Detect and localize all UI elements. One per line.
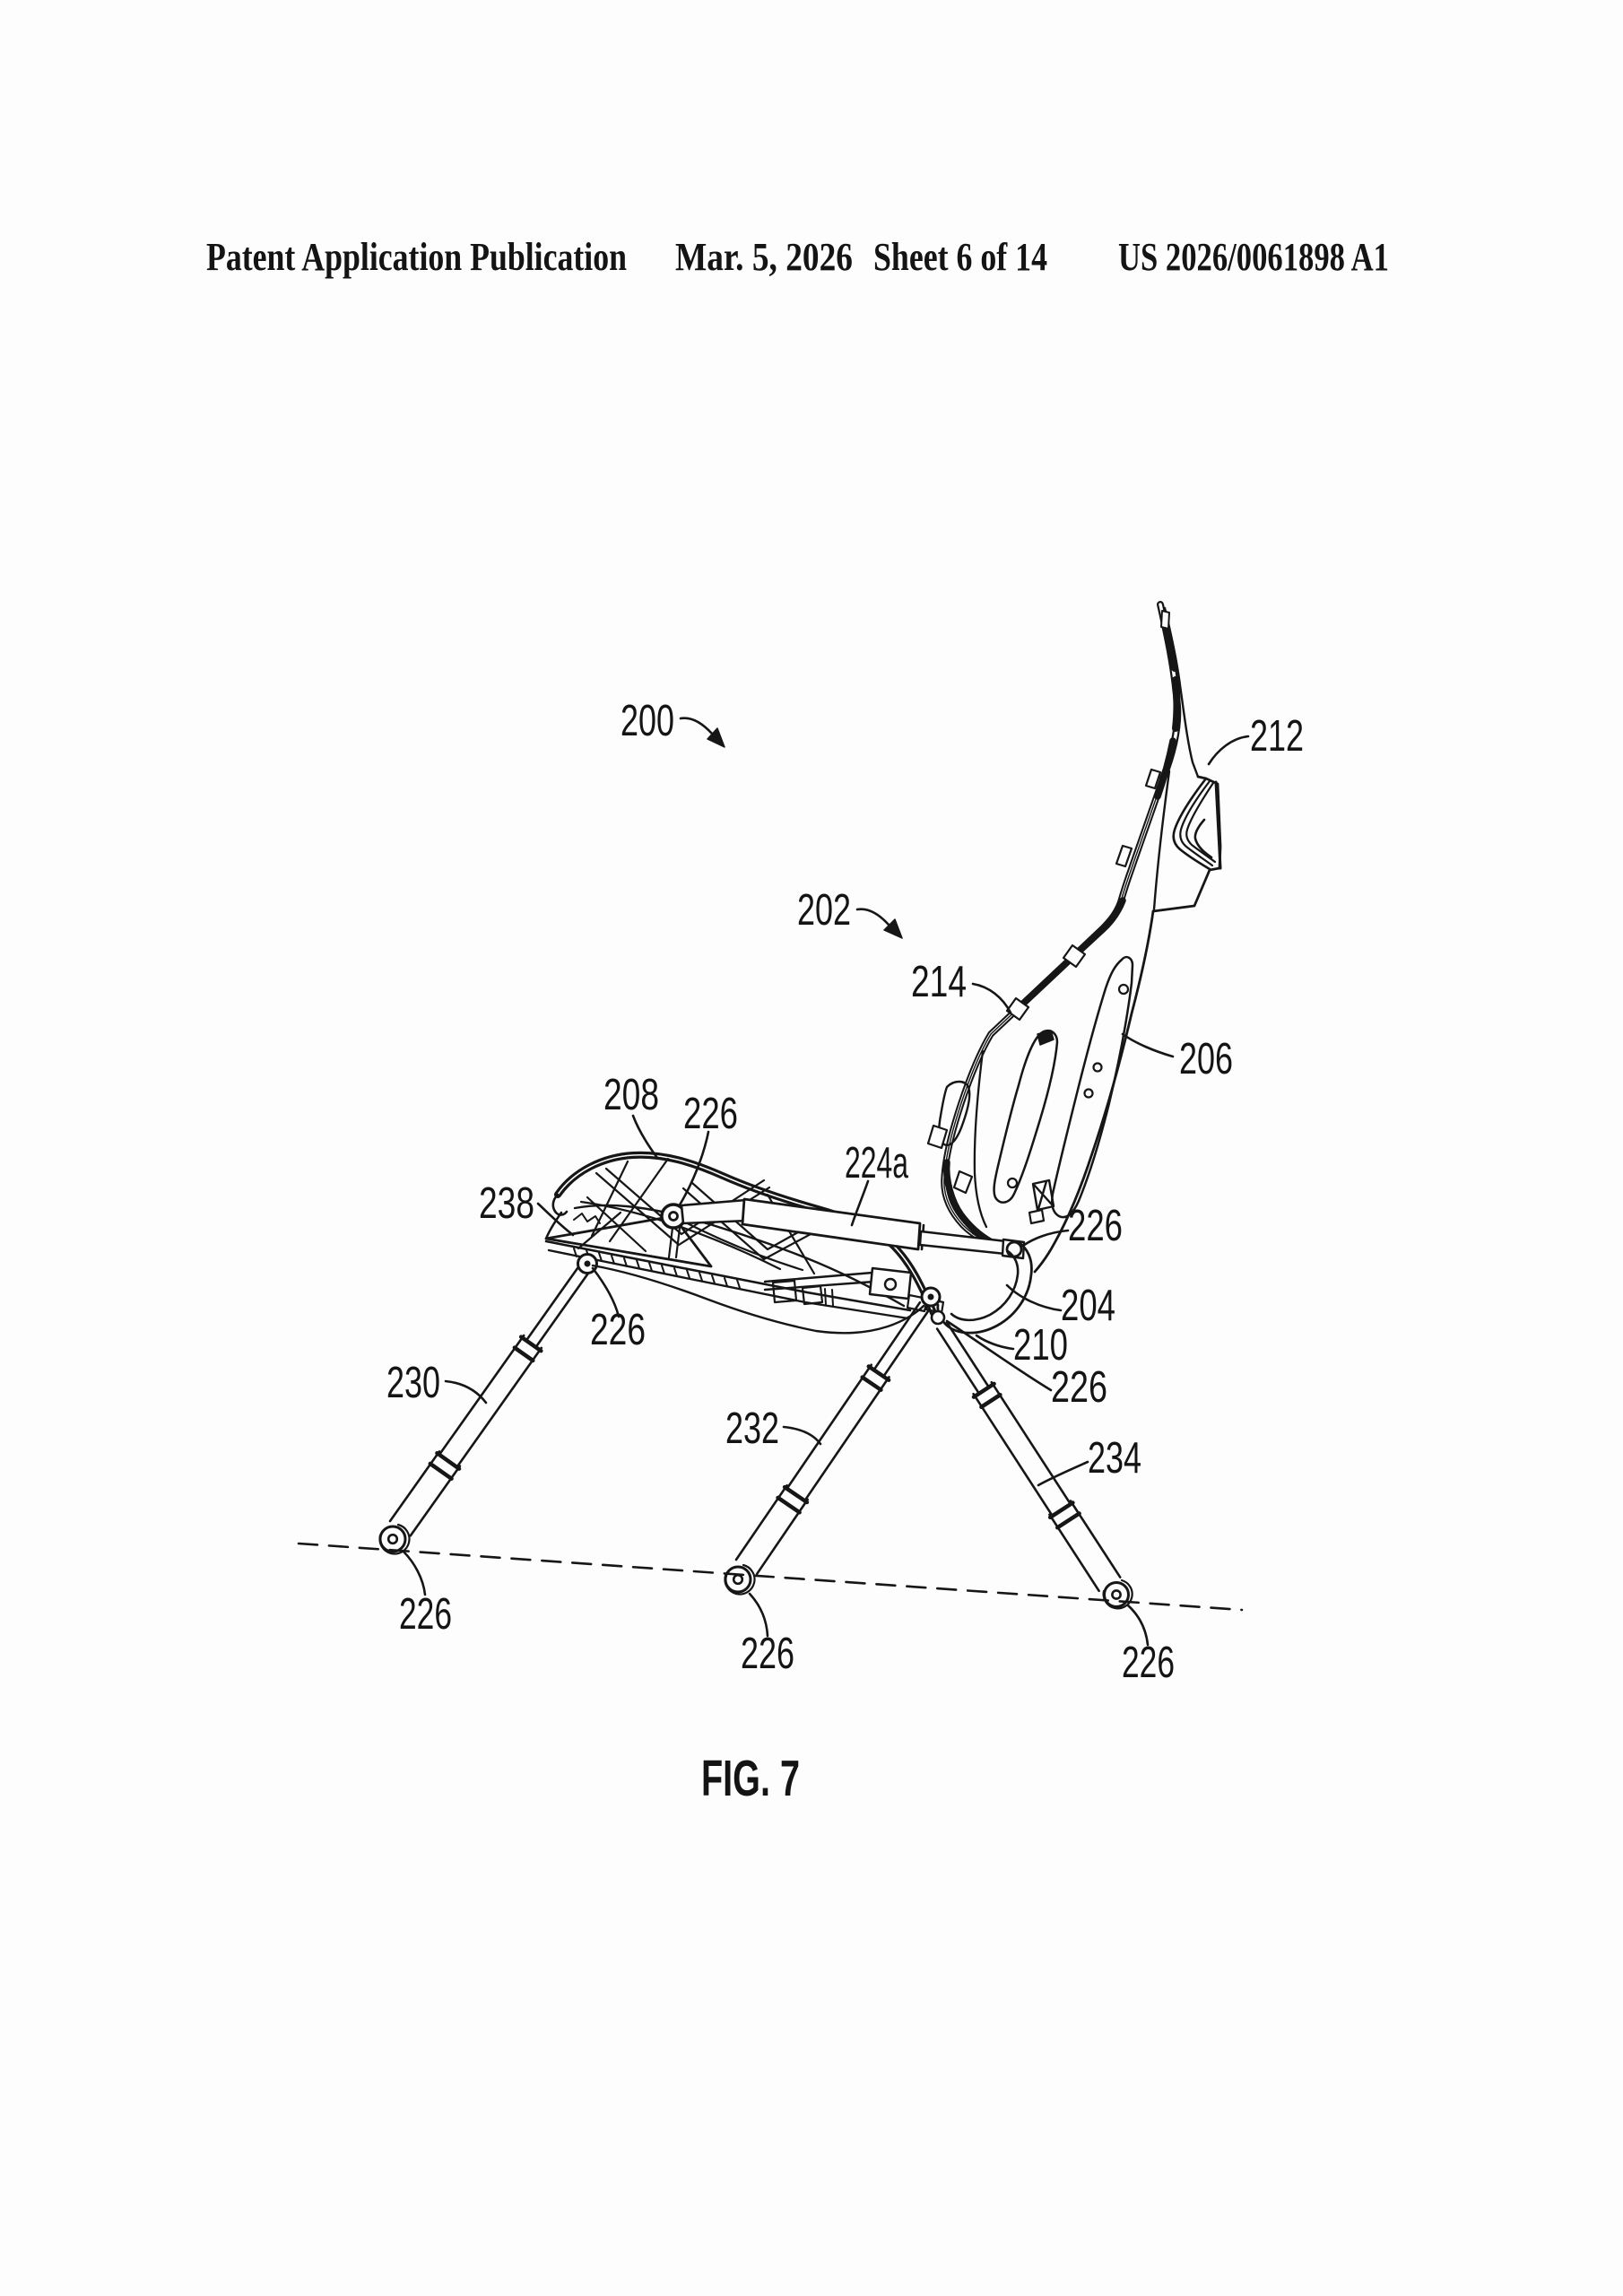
svg-text:208: 208: [603, 1071, 659, 1119]
svg-text:226: 226: [1051, 1363, 1107, 1412]
svg-text:214: 214: [911, 958, 967, 1006]
svg-text:226: 226: [590, 1306, 646, 1354]
svg-text:230: 230: [386, 1359, 440, 1407]
svg-text:Sheet 6 of 14: Sheet 6 of 14: [873, 235, 1047, 279]
svg-text:232: 232: [725, 1405, 779, 1453]
svg-text:202: 202: [797, 886, 851, 935]
svg-text:210: 210: [1013, 1321, 1068, 1370]
svg-text:Mar. 5, 2026: Mar. 5, 2026: [675, 235, 853, 279]
svg-text:Patent Application Publication: Patent Application Publication: [206, 235, 627, 279]
svg-text:US 2026/0061898 A1: US 2026/0061898 A1: [1118, 235, 1389, 279]
svg-text:226: 226: [683, 1090, 738, 1138]
svg-text:224a: 224a: [845, 1139, 908, 1187]
svg-text:204: 204: [1061, 1282, 1115, 1330]
svg-text:212: 212: [1250, 712, 1304, 761]
svg-text:238: 238: [479, 1179, 534, 1228]
svg-text:FIG. 7: FIG. 7: [701, 1750, 800, 1807]
svg-text:226: 226: [399, 1590, 452, 1639]
svg-text:200: 200: [621, 697, 674, 745]
svg-text:226: 226: [741, 1630, 794, 1678]
svg-text:234: 234: [1088, 1434, 1141, 1483]
svg-text:226: 226: [1122, 1639, 1175, 1687]
svg-text:226: 226: [1068, 1202, 1123, 1250]
svg-text:206: 206: [1179, 1035, 1233, 1083]
